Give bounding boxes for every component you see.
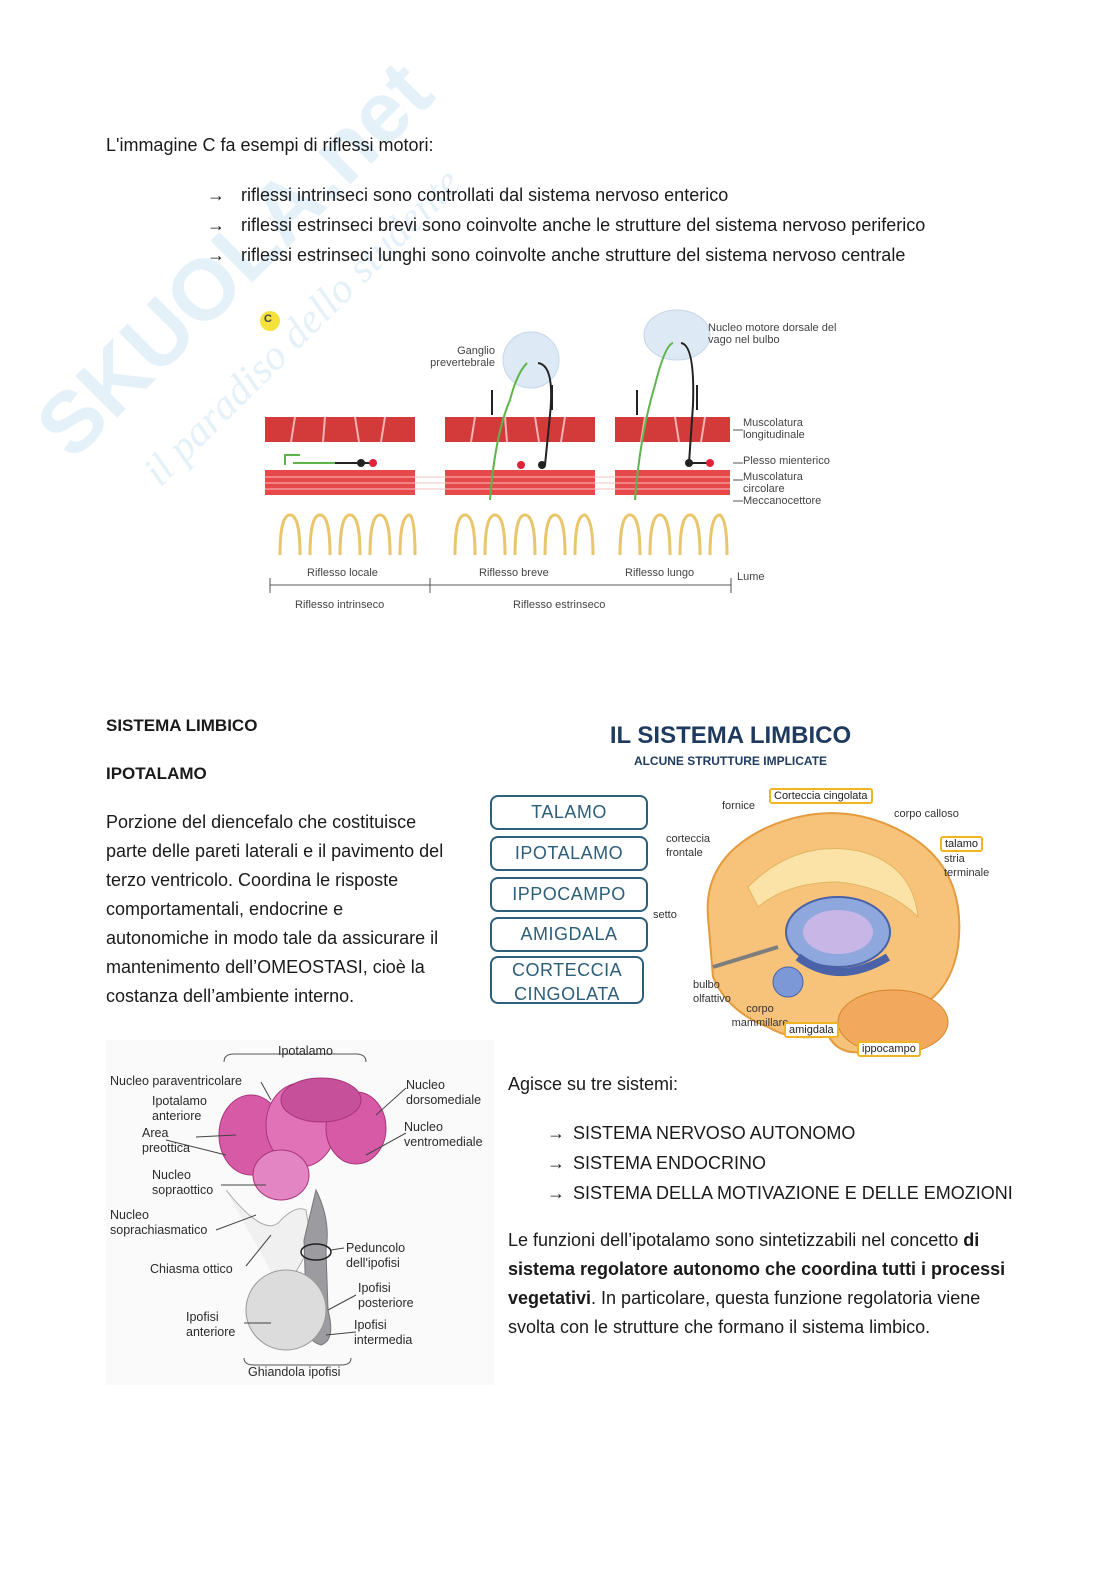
- label-bulbo: bulbo olfattivo: [693, 979, 731, 1005]
- label-ganglio: Ganglio prevertebrale: [430, 345, 495, 369]
- label-ipofisi-anteriore: Ipofisi anteriore: [186, 1310, 236, 1339]
- label-meccano: Meccanocettore: [743, 495, 822, 507]
- label-fornice: fornice: [722, 800, 756, 812]
- label-paraventricolare: Nucleo paraventricolare: [110, 1074, 243, 1088]
- list-item: →riflessi estrinseci lunghi sono coinvol…: [205, 240, 925, 270]
- label-corteccia-frontale: corteccia frontale: [666, 833, 711, 859]
- box-ippocampo: IPPOCAMPO: [490, 877, 648, 912]
- brain-illustration: [706, 812, 961, 1055]
- label-locale: Riflesso locale: [307, 567, 378, 579]
- label-muscolatura-long: Muscolatura longitudinale: [743, 417, 805, 441]
- box-ipotalamo: IPOTALAMO: [490, 836, 648, 871]
- reflex-list: →riflessi intrinseci sono controllati da…: [205, 180, 925, 270]
- arrow-icon: →: [207, 215, 225, 235]
- hypothalamus-illustration: [165, 1053, 407, 1366]
- label-muscolatura-circ: Muscolatura circolare: [743, 471, 803, 495]
- label-stria: stria terminale: [944, 853, 990, 879]
- box-amigdala: AMIGDALA: [490, 917, 648, 952]
- label-ghiandola: Ghiandola ipofisi: [248, 1365, 341, 1379]
- limbic-subtitle: ALCUNE STRUTTURE IMPLICATE: [633, 754, 828, 768]
- ipotalamo-paragraph: Porzione del diencefalo che costituisce …: [106, 812, 444, 1006]
- funzioni-paragraph: Le funzioni dell’ipotalamo sono sintetiz…: [508, 1230, 1006, 1337]
- figure-c-drawing: [260, 309, 743, 593]
- label-lume: Lume: [737, 571, 765, 583]
- label-corpo-mammillare: corpo mammillare: [731, 1003, 789, 1029]
- label-intrinseco: Riflesso intrinseco: [295, 599, 385, 611]
- arrow-icon: →: [547, 1123, 565, 1143]
- arrow-icon: →: [547, 1183, 565, 1203]
- list-item: →riflessi estrinseci brevi sono coinvolt…: [205, 210, 925, 240]
- heading-ipotalamo: IPOTALAMO: [106, 764, 207, 783]
- label-setto: setto: [653, 909, 677, 921]
- label-ventromediale: Nucleo ventromediale: [404, 1120, 483, 1149]
- systems-list: →SISTEMA NERVOSO AUTONOMO →SISTEMA ENDOC…: [545, 1118, 1013, 1208]
- hypothalamus-figure: Ipotalamo Nucleo paraventricolare Ipotal…: [106, 1040, 494, 1385]
- heading-sistema-limbico: SISTEMA LIMBICO: [106, 716, 258, 735]
- limbic-title: IL SISTEMA LIMBICO: [609, 722, 852, 749]
- label-sopraottico: Nucleo sopraottico: [152, 1168, 214, 1197]
- box-corteccia-cingolata: CORTECCIA CINGOLATA: [490, 956, 644, 1004]
- arrow-icon: →: [207, 185, 225, 205]
- intro-text: L'immagine C fa esempi di riflessi motor…: [106, 135, 434, 155]
- list-item: →SISTEMA NERVOSO AUTONOMO: [545, 1118, 1013, 1148]
- label-breve: Riflesso breve: [479, 567, 549, 579]
- box-talamo: TALAMO: [490, 795, 648, 830]
- label-area-preottica: Area preottica: [142, 1126, 190, 1155]
- limbic-figure: IL SISTEMA LIMBICO ALCUNE STRUTTURE IMPL…: [488, 712, 1008, 1067]
- label-plesso: Plesso mienterico: [743, 455, 830, 467]
- badge-c: C: [264, 313, 272, 325]
- list-item: →SISTEMA ENDOCRINO: [545, 1148, 1013, 1178]
- label-ipotalamo-anteriore: Ipotalamo anteriore: [152, 1094, 207, 1123]
- label-dorsomediale: Nucleo dorsomediale: [406, 1078, 482, 1107]
- list-item: →SISTEMA DELLA MOTIVAZIONE E DELLE EMOZI…: [545, 1178, 1013, 1208]
- label-ipofisi-intermedia: Ipofisi intermedia: [354, 1318, 413, 1347]
- label-corteccia-cingolata: Corteccia cingolata: [769, 788, 873, 804]
- label-corpo-calloso: corpo calloso: [894, 808, 959, 820]
- label-talamo: talamo: [940, 836, 984, 852]
- agisce-text: Agisce su tre sistemi:: [508, 1074, 679, 1094]
- label-soprachiasmatico: Nucleo soprachiasmatico: [110, 1208, 208, 1237]
- label-ipofisi-posteriore: Ipofisi posteriore: [358, 1281, 414, 1310]
- arrow-icon: →: [207, 245, 225, 265]
- label-peduncolo: Peduncolo dell'ipofisi: [346, 1241, 406, 1270]
- label-amigdala: amigdala: [784, 1022, 839, 1038]
- figure-c: C Ganglio prevertebrale Nucleo motore do…: [255, 305, 865, 625]
- label-ipotalamo: Ipotalamo: [278, 1044, 333, 1058]
- label-estrinseco: Riflesso estrinseco: [513, 599, 606, 611]
- label-nucleo: Nucleo motore dorsale del vago nel bulbo: [708, 322, 837, 346]
- list-item: →riflessi intrinseci sono controllati da…: [205, 180, 925, 210]
- arrow-icon: →: [547, 1153, 565, 1173]
- label-chiasma: Chiasma ottico: [150, 1262, 233, 1276]
- label-ippocampo: ippocampo: [857, 1041, 921, 1057]
- label-lungo: Riflesso lungo: [625, 567, 695, 579]
